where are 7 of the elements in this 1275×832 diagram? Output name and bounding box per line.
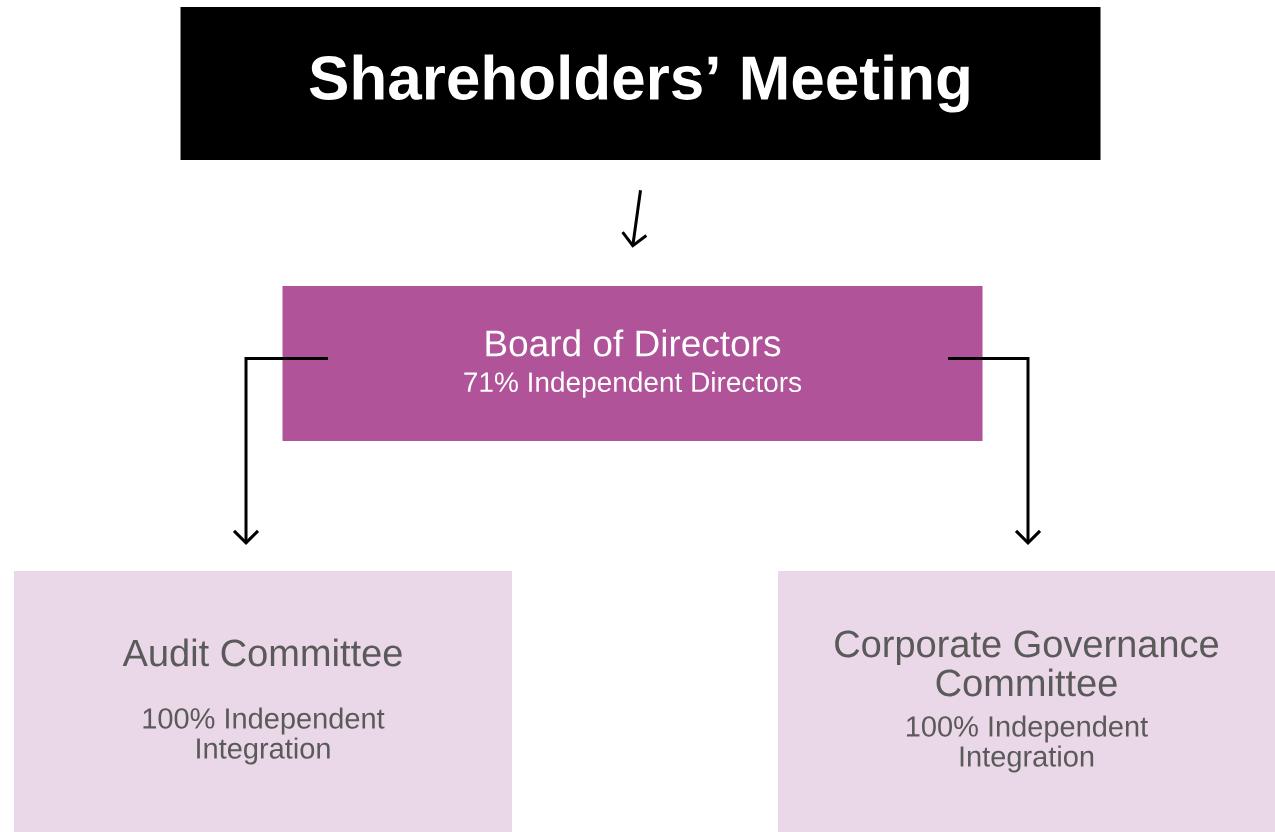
arrow bbox=[948, 357, 1042, 545]
board-box: Board of Directors 71% Independent Directors bbox=[282, 286, 983, 441]
title-box: Shareholders’ Meeting bbox=[180, 7, 1101, 160]
committee-box: Corporate Governance Committee 100% Independent Integration bbox=[778, 571, 1275, 832]
committee-box: Audit Committee 100% Independent Integration bbox=[14, 571, 512, 832]
arrow bbox=[232, 357, 328, 545]
arrow bbox=[621, 190, 648, 248]
